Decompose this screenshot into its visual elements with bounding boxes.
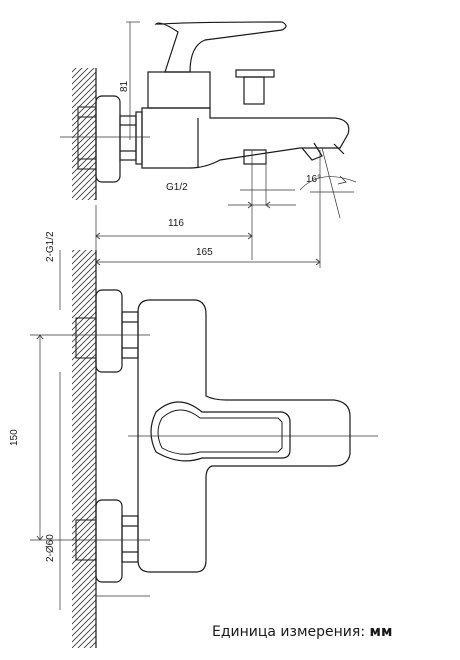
units-value: мм <box>369 624 393 640</box>
escutcheon-front-top <box>95 289 123 373</box>
diverter-stem <box>243 76 265 105</box>
escutcheon-side <box>95 95 121 183</box>
side-dimensions <box>60 21 357 270</box>
eccentric-nut <box>119 115 137 161</box>
dim-height-81: 81 <box>119 80 130 92</box>
diverter-knob-cap <box>235 69 275 78</box>
lever-handle-front <box>150 401 291 462</box>
units-label: Единица измерения: <box>212 624 366 640</box>
front-dimensions <box>30 250 378 610</box>
faucet-body-front <box>137 299 351 573</box>
cartridge-housing <box>147 71 211 109</box>
faucet-body-side <box>141 107 350 169</box>
dim-escutcheon: 2-Ø60 <box>45 534 56 562</box>
dimension-labels: 81 G1/2 16° 116 165 2-G1/2 150 2-Ø60 <box>9 80 321 562</box>
dim-length-165: 165 <box>196 247 213 258</box>
pipe-stub-front-top <box>75 317 97 359</box>
wall-hatch-top <box>72 68 96 200</box>
dim-length-116: 116 <box>168 218 184 229</box>
dim-angle: 16° <box>306 174 321 185</box>
side-view <box>72 21 350 200</box>
dim-center-150: 150 <box>9 429 20 446</box>
spout-nozzle <box>301 142 323 161</box>
dim-thread-side: G1/2 <box>166 182 188 193</box>
front-view <box>72 250 351 648</box>
escutcheon-front-bottom <box>95 499 123 583</box>
lever-handle-side <box>154 21 287 73</box>
dim-thread-front: 2-G1/2 <box>45 231 56 262</box>
pipe-stub-side <box>77 106 97 170</box>
units-caption: Единица измерения: мм <box>212 624 392 640</box>
shower-outlet <box>243 149 267 165</box>
wall-hatch-bottom <box>72 250 96 648</box>
